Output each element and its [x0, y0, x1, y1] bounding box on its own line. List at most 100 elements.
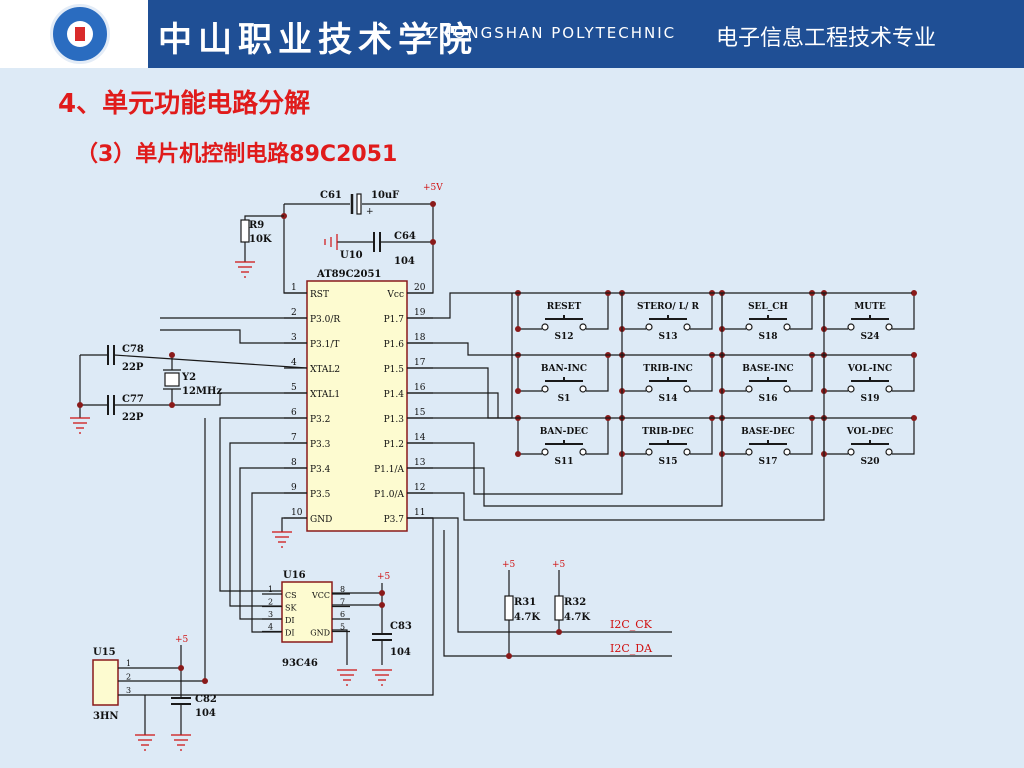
school-emblem-icon: [50, 4, 110, 64]
junction-dot: [169, 402, 175, 408]
r9-value-label: 10K: [249, 234, 272, 245]
mcu-pin-name: P1.3: [384, 415, 405, 425]
switch-name-label: BASE-INC: [742, 364, 793, 374]
c61-value-label: 10uF: [371, 190, 399, 201]
connector-pin-number: 2: [126, 673, 131, 682]
mcu-pin-number: 17: [414, 358, 426, 368]
mcu-pin-number: 15: [414, 408, 426, 418]
switch-contact: [579, 385, 587, 393]
switch-name-label: BASE-DEC: [741, 427, 795, 437]
switch-contact: [783, 448, 791, 456]
mcu-pin-number: 11: [414, 508, 425, 518]
mcu-pin-name: XTAL2: [310, 365, 340, 375]
mcu-pin-name: P1.0/A: [374, 490, 404, 500]
switch-ref-label: S24: [860, 332, 879, 342]
switch-contact: [645, 323, 653, 331]
switch-name-label: RESET: [547, 302, 582, 312]
connector-vcc-label: +5: [175, 635, 189, 645]
switch-contact: [847, 385, 855, 393]
mcu-pin-number: 19: [414, 308, 426, 318]
junction-dot: [556, 629, 562, 635]
ground-symbol: [235, 261, 255, 278]
c77-ref-label: C77: [122, 394, 144, 405]
eeprom-pin-name: DI: [285, 629, 295, 638]
switch-name-label: BAN-INC: [541, 364, 587, 374]
connector-body: [92, 659, 119, 706]
switch-ref-label: S18: [758, 332, 777, 342]
power-rail-wire: [284, 203, 434, 294]
mcu-pin-name: P1.1/A: [374, 465, 404, 475]
p33-wire: [229, 442, 307, 607]
i2c-da-wire: [443, 530, 672, 657]
ground-symbol: [372, 669, 392, 686]
junction-dot: [379, 590, 385, 596]
eeprom-pin-number: 4: [268, 623, 273, 632]
junction-dot: [430, 201, 436, 207]
mcu-pin-name: P3.4: [310, 465, 331, 475]
switch-contact: [783, 323, 791, 331]
c77-value-label: 22P: [122, 412, 144, 423]
junction-dot: [379, 602, 385, 608]
junction-dot: [178, 665, 184, 671]
switch-name-label: VOL-INC: [847, 364, 892, 374]
switch-ref-label: S1: [558, 394, 571, 404]
c82-value-label: 104: [195, 708, 216, 719]
eeprom-pin-number: 3: [268, 610, 273, 619]
switch-name-label: TRIB-DEC: [642, 427, 694, 437]
eeprom-pin-number: 1: [268, 585, 273, 594]
switch-contact: [541, 323, 549, 331]
r32-resistor: [554, 595, 564, 621]
eeprom-pin-name: GND: [310, 629, 330, 638]
r31-value-label: 4.7K: [514, 612, 540, 623]
r32-plus5-label: +5: [552, 560, 566, 570]
switch-ref-label: S19: [860, 394, 879, 404]
c64-ref-label: C64: [394, 231, 416, 242]
col1-wire: [407, 293, 623, 495]
switch-name-label: STERO/ L/ R: [637, 302, 700, 312]
mcu-pin-name: P3.0/R: [310, 315, 340, 325]
power-label: +5V: [423, 183, 443, 193]
switch-name-label: TRIB-INC: [643, 364, 693, 374]
mcu-pin-number: 20: [414, 283, 426, 293]
switch-contact: [645, 448, 653, 456]
mcu-pin-name: GND: [310, 515, 332, 525]
c61-plus-sign: +: [366, 207, 374, 217]
mcu-pin-number: 3: [291, 333, 297, 343]
mcu-pin-number: 7: [291, 433, 297, 443]
slide-title: 4、单元功能电路分解: [58, 89, 311, 119]
eeprom-body: [281, 581, 333, 643]
col2-wire: [407, 293, 723, 507]
p17-wire: [407, 292, 912, 319]
switch-contact: [847, 323, 855, 331]
switch-ref-label: S12: [554, 332, 573, 342]
mcu-pin-name: P1.4: [384, 390, 405, 400]
c78-ref-label: C78: [122, 344, 144, 355]
y2-value-label: 12MHz: [182, 386, 222, 397]
eeprom-pin-name: CS: [285, 591, 297, 600]
i2c-ck-label: I2C_CK: [610, 618, 653, 631]
ground-symbol: [337, 669, 357, 686]
p16-wire: [407, 342, 912, 356]
switch-ref-label: S11: [554, 457, 573, 467]
department-name: 电子信息工程技术专业: [716, 26, 937, 51]
p34-wire: [239, 467, 307, 620]
connector-pin-number: 1: [126, 659, 131, 668]
i2c-ck-wire: [407, 517, 672, 633]
mcu-body: [306, 280, 408, 532]
switch-contact: [541, 448, 549, 456]
mcu-pin-number: 12: [414, 483, 425, 493]
i2c-da-label: I2C_DA: [610, 642, 653, 655]
mcu-pin-number: 13: [414, 458, 426, 468]
ground-symbol: [272, 531, 292, 548]
junction-dot: [515, 388, 521, 394]
junction-dot: [202, 678, 208, 684]
mcu-pin-number: 18: [414, 333, 426, 343]
eeprom-pin-number: 8: [340, 585, 345, 594]
c78-value-label: 22P: [122, 362, 144, 373]
mcu-pin-number: 6: [291, 408, 297, 418]
c64-value-label: 104: [394, 256, 415, 267]
mcu-pin-name: P3.3: [310, 440, 331, 450]
c83-value-label: 104: [390, 647, 411, 658]
switch-contact: [745, 448, 753, 456]
mcu-pin-number: 14: [414, 433, 426, 443]
